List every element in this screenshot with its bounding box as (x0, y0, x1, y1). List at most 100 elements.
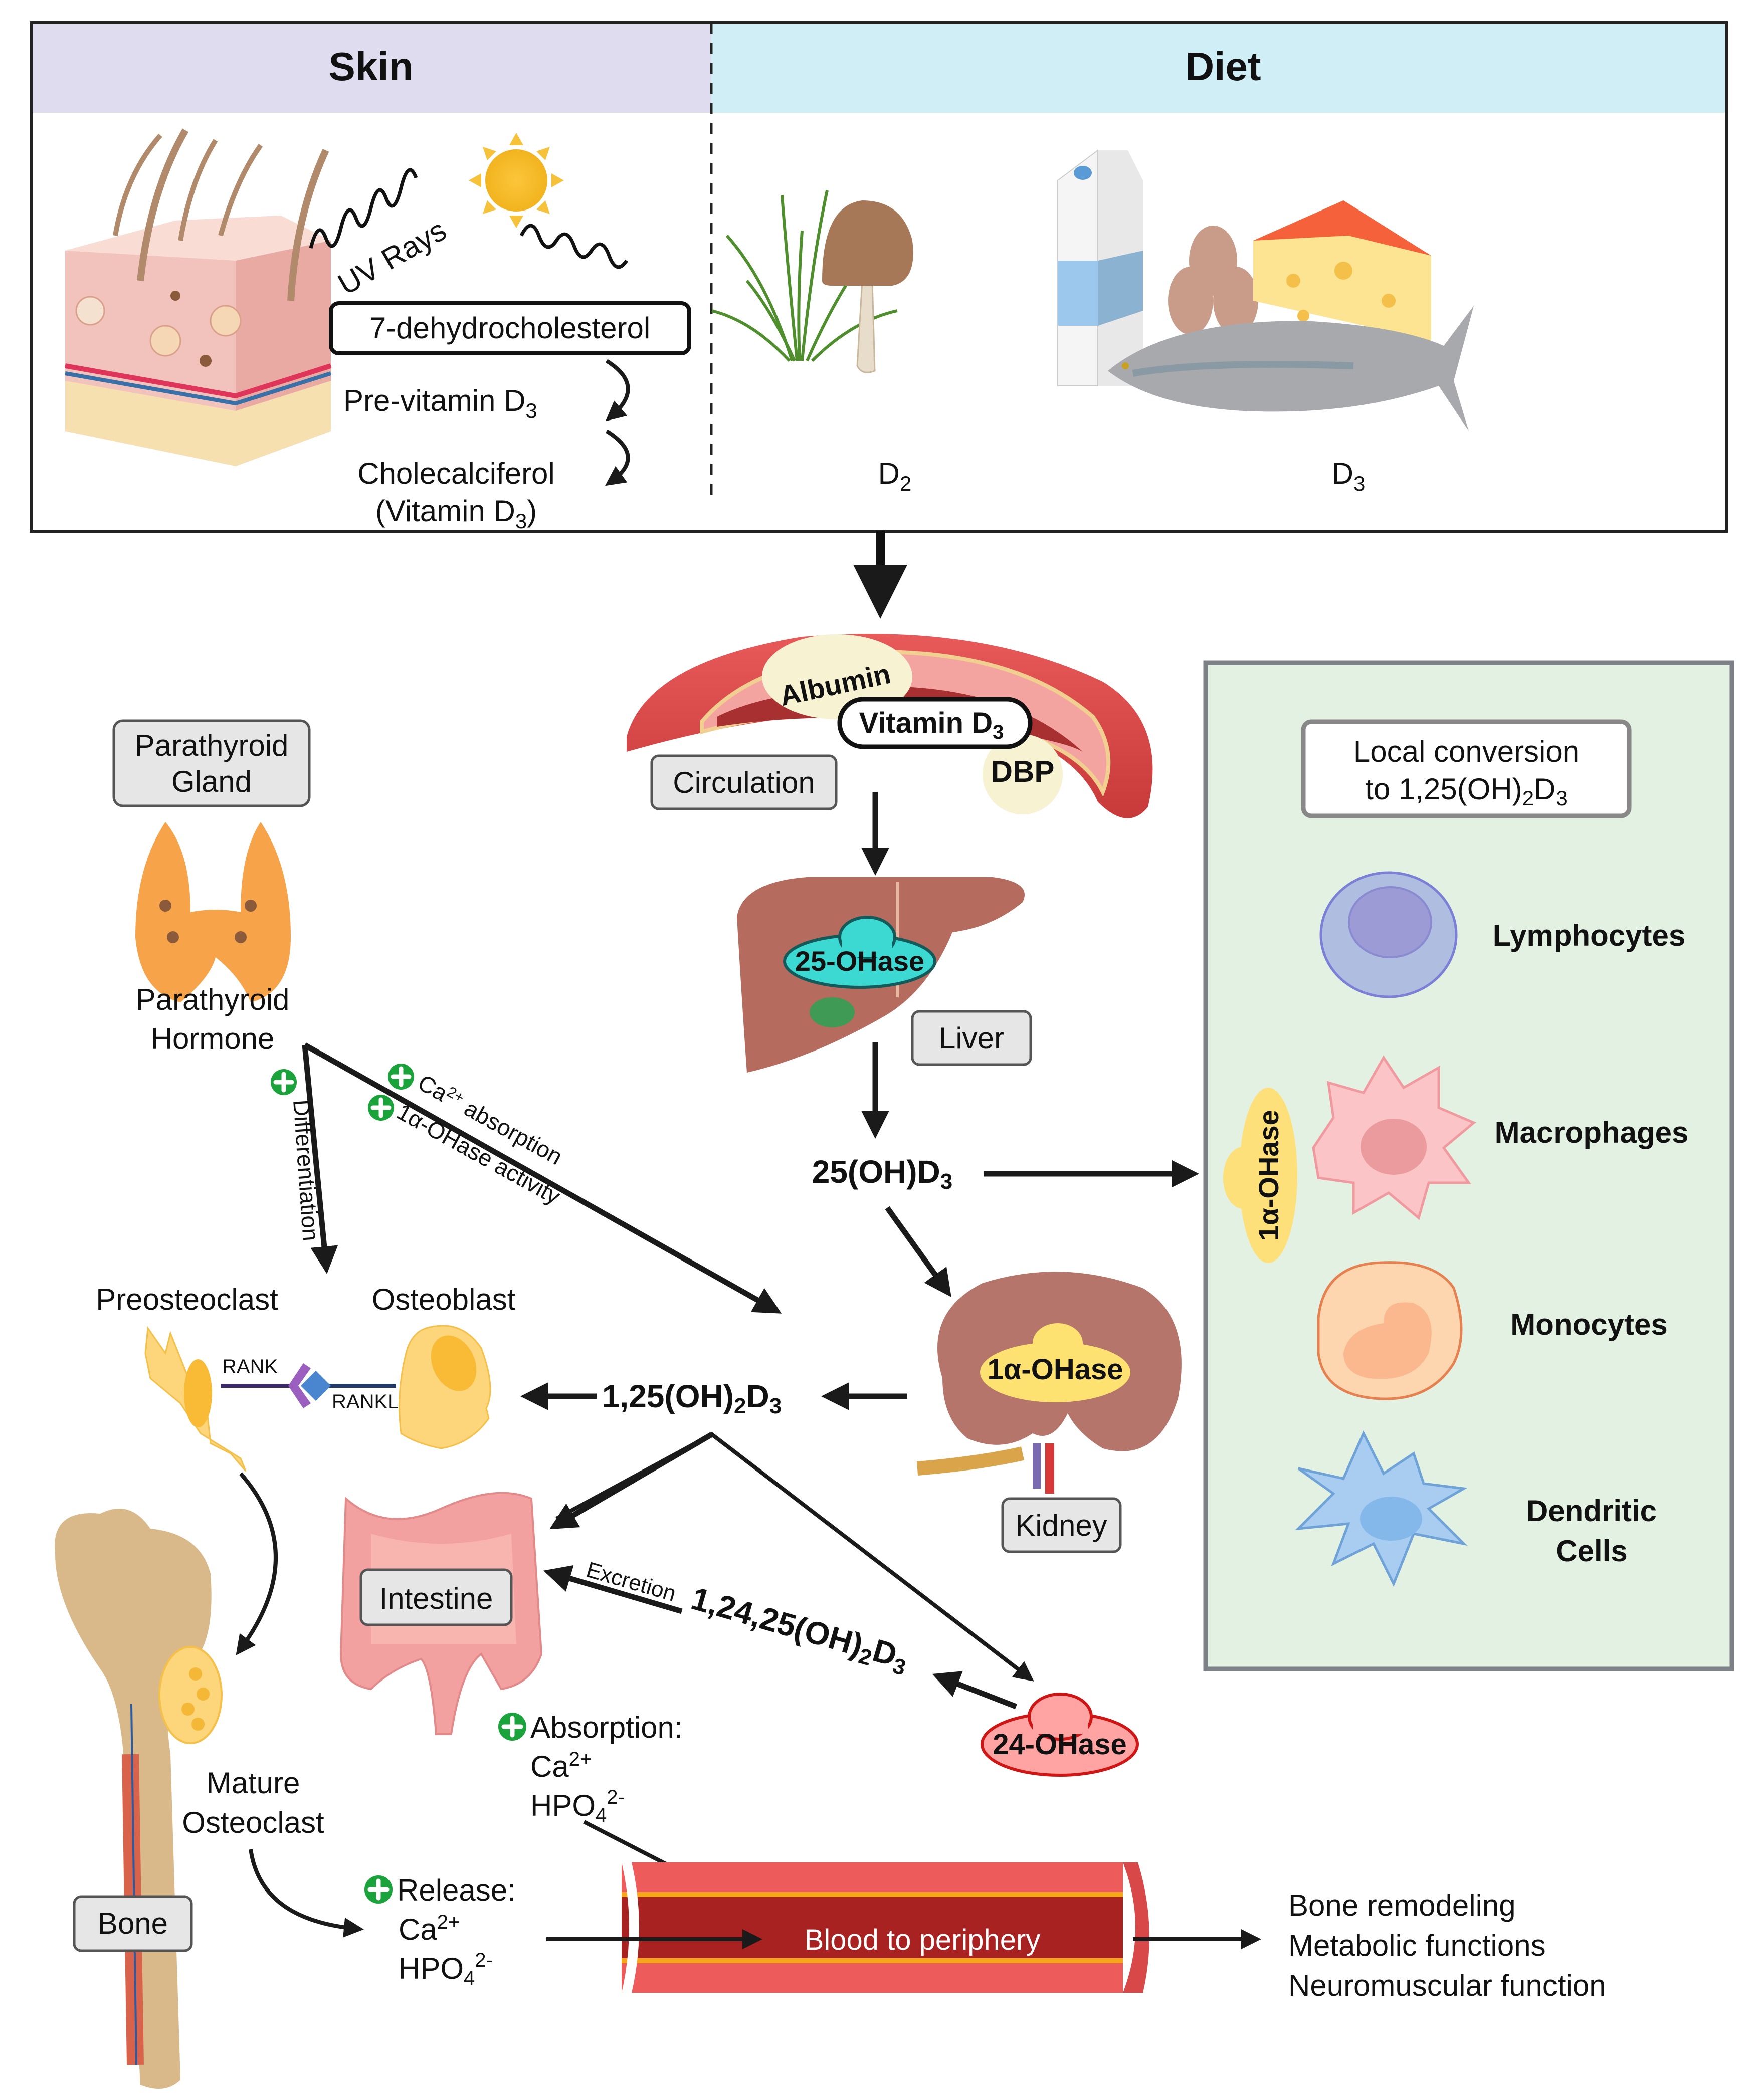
mature-osteoclast-label-line2: Osteoclast (182, 1806, 324, 1839)
release-hpo4: HPO42- (399, 1949, 493, 1989)
outcome-metabolic-functions: Metabolic functions (1288, 1929, 1546, 1962)
precursor-label: 7-dehydrocholesterol (369, 311, 650, 345)
cheese-icon (1253, 200, 1431, 341)
dendritic-cells-label-line1: Dendritic (1526, 1494, 1657, 1528)
blood-to-periphery-label: Blood to periphery (805, 1924, 1041, 1956)
differentiation-label: Differentiation (288, 1099, 324, 1242)
kidney-label: Kidney (1015, 1509, 1107, 1542)
absorption-title: Absorption: (530, 1711, 683, 1744)
blood-vessel-periphery-icon (622, 1862, 1149, 1993)
local-conversion-panel-bg (1203, 660, 1734, 1671)
bone-label: Bone (98, 1907, 168, 1940)
arrow-pth-differentiation (302, 1044, 338, 1274)
dendritic-cells-label-line2: Cells (1556, 1534, 1627, 1568)
outcome-neuromuscular-function: Neuromuscular function (1288, 1969, 1606, 2002)
1a-ohase-kidney-label: 1α-OHase (988, 1353, 1123, 1386)
outcome-bone-remodeling: Bone remodeling (1288, 1888, 1516, 1922)
skin-header-bg (31, 23, 711, 113)
lymphocyte-cell-icon (1319, 871, 1458, 998)
circulation-label: Circulation (673, 766, 815, 799)
1a-ohase-immune-enzyme (1223, 1088, 1297, 1263)
osteoblast-cell-icon (399, 1325, 491, 1449)
osteoblast-label: Osteoblast (372, 1283, 516, 1316)
rank-receptor-icon (288, 1363, 311, 1408)
precursor-box (329, 301, 691, 355)
skin-header: Skin (329, 44, 414, 89)
release-ca: Ca2+ (399, 1911, 460, 1946)
arrow-excretion-to-intestine (543, 1565, 683, 1614)
sun-icon (469, 133, 564, 228)
local-conversion-title-line1: Local conversion (1353, 735, 1579, 768)
parathyroid-gland-label-line2: Gland (171, 765, 252, 798)
rank-label: RANK (222, 1356, 278, 1378)
local-conversion-title-box (1301, 719, 1632, 818)
release-title: Release: (397, 1873, 516, 1907)
skin-cross-section-icon (65, 128, 332, 466)
absorption-hpo4: HPO42- (530, 1786, 625, 1826)
arrow-125ohd3-to-intestine (549, 1432, 713, 1530)
rankl-label: RANKL (332, 1391, 399, 1413)
preosteoclast-cell-icon (144, 1326, 247, 1472)
uv-wave-right-icon (519, 224, 628, 269)
parathyroid-gland-label-box (112, 719, 311, 807)
bone-label-box (73, 1895, 193, 1952)
arrow-osteoclast-to-release (249, 1849, 364, 1938)
parathyroid-hormone-label-line1: Parathyroid (136, 983, 290, 1016)
24-ohase-enzyme (981, 1693, 1139, 1777)
monocyte-cell-icon (1317, 1261, 1463, 1400)
intestine-label-box (359, 1568, 513, 1626)
plus-absorption-icon (498, 1713, 526, 1741)
1a-ohase-kidney-enzyme (980, 1323, 1130, 1402)
parathyroid-gland-label-line1: Parathyroid (135, 729, 289, 762)
diet-header: Diet (1185, 44, 1261, 89)
plus-differentiation-icon (271, 1069, 297, 1095)
cholecalciferol-label: Cholecalciferol (357, 457, 555, 490)
dbp-protein (983, 734, 1063, 814)
liver-label-box (911, 1010, 1032, 1066)
liver-label: Liver (939, 1021, 1004, 1055)
plus-release-icon (364, 1875, 393, 1904)
diet-d3-label: D3 (1332, 457, 1366, 495)
macrophages-label: Macrophages (1495, 1116, 1689, 1149)
dendritic-cell-icon (1295, 1430, 1468, 1587)
25-ohase-label: 25-OHase (795, 945, 924, 977)
25ohd3-label: 25(OH)D3 (812, 1154, 953, 1194)
uv-wave-left-icon (309, 168, 418, 249)
mature-osteoclast-cell-icon (158, 1646, 223, 1744)
plus-1a-ohase-activity-icon (368, 1095, 394, 1121)
thyroid-gland-icon (135, 822, 291, 1002)
fish-icon (1108, 306, 1474, 431)
intestine-label: Intestine (379, 1582, 493, 1615)
local-conversion-panel: Local conversion to 1,25(OH)2D3 Lymphocy… (1203, 660, 1734, 1671)
vitamin-d3-pill-label: Vitamin D3 (859, 707, 1004, 743)
circulation-label-box (650, 754, 838, 810)
plus-ca-absorption-icon (388, 1064, 414, 1090)
diet-d2-label: D2 (878, 457, 912, 495)
parathyroid-hormone-label-line2: Hormone (151, 1022, 275, 1056)
arrow-24ohase-to-metabolite (932, 1671, 1017, 1710)
arrow-preosteoclast-to-mature (236, 1472, 278, 1655)
125ohd3-label: 1,25(OH)2D3 (602, 1378, 782, 1418)
kidney-label-box (1001, 1497, 1122, 1553)
milk-carton-icon (1057, 149, 1143, 386)
femur-bone-icon (55, 1509, 212, 2089)
macrophage-cell-icon (1312, 1055, 1476, 1220)
local-conversion-title-line2: to 1,25(OH)2D3 (1365, 772, 1568, 810)
uv-rays-label: UV Rays (332, 213, 452, 301)
diet-header-bg (711, 23, 1726, 113)
absorption-ca: Ca2+ (530, 1748, 592, 1783)
curved-arrow-2-icon (605, 429, 630, 486)
24-ohase-label: 24-OHase (993, 1728, 1127, 1761)
1-24-25ohd3-label: 1,24,25(OH)2D3 (686, 1580, 913, 1681)
preosteoclast-label: Preosteoclast (96, 1283, 278, 1316)
eggs-icon (1168, 226, 1258, 335)
arrow-25ohd3-to-kidney (885, 1206, 951, 1297)
rankl-ligand-icon (301, 1371, 331, 1401)
1a-ohase-immune-label: 1α-OHase (1253, 1110, 1284, 1241)
monocytes-label: Monocytes (1510, 1308, 1667, 1341)
previtamin-label: Pre-vitamin D3 (343, 384, 537, 423)
mature-osteoclast-label-line1: Mature (207, 1766, 300, 1800)
25-ohase-enzyme (783, 916, 936, 989)
curved-arrow-1-icon (605, 359, 630, 422)
